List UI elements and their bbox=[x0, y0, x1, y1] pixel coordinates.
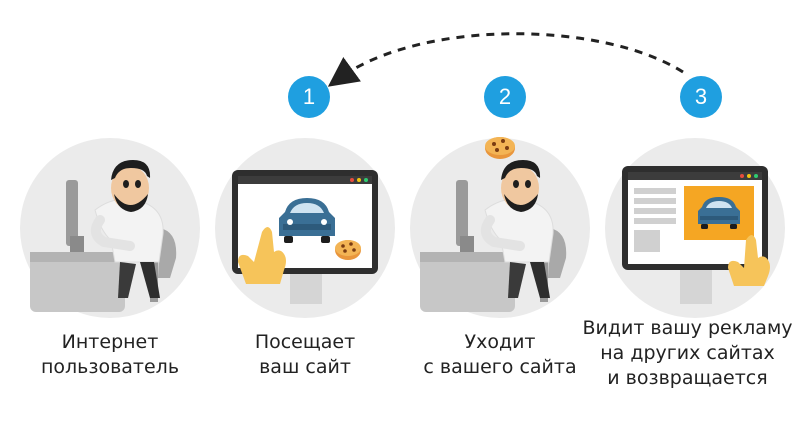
pointing-hand-icon bbox=[728, 235, 770, 286]
caption-line: Интернет bbox=[61, 331, 159, 353]
caption-visit: Посещает ваш сайт bbox=[190, 330, 420, 380]
step-badge-1: 1 bbox=[288, 76, 330, 118]
step-badge-3: 3 bbox=[680, 76, 722, 118]
caption-line: Видит вашу рекламу bbox=[582, 317, 793, 339]
pointing-hand-icon bbox=[238, 227, 286, 284]
user-circle bbox=[20, 138, 200, 318]
caption-ad: Видит вашу рекламу на других сайтах и во… bbox=[575, 316, 800, 391]
visit-circle bbox=[215, 138, 395, 318]
cookie-icon bbox=[485, 137, 515, 159]
car-icon bbox=[279, 198, 335, 243]
ad-circle bbox=[605, 138, 785, 318]
caption-line: пользователь bbox=[40, 356, 180, 378]
step-badge-2: 2 bbox=[484, 76, 526, 118]
caption-line: на других сайтах bbox=[600, 342, 775, 364]
caption-user: Интернет пользователь bbox=[0, 330, 225, 380]
dashed-return-arrow-icon bbox=[327, 32, 684, 87]
caption-line: ваш сайт bbox=[259, 356, 351, 378]
leave-circle bbox=[410, 137, 590, 318]
caption-line: Посещает bbox=[254, 331, 356, 353]
caption-leave: Уходит с вашего сайта bbox=[385, 330, 615, 380]
caption-line: и возвращается bbox=[607, 367, 768, 389]
car-icon bbox=[698, 197, 740, 229]
cookie-icon bbox=[335, 240, 361, 260]
caption-line: Уходит bbox=[464, 331, 536, 353]
caption-line: с вашего сайта bbox=[423, 356, 577, 378]
